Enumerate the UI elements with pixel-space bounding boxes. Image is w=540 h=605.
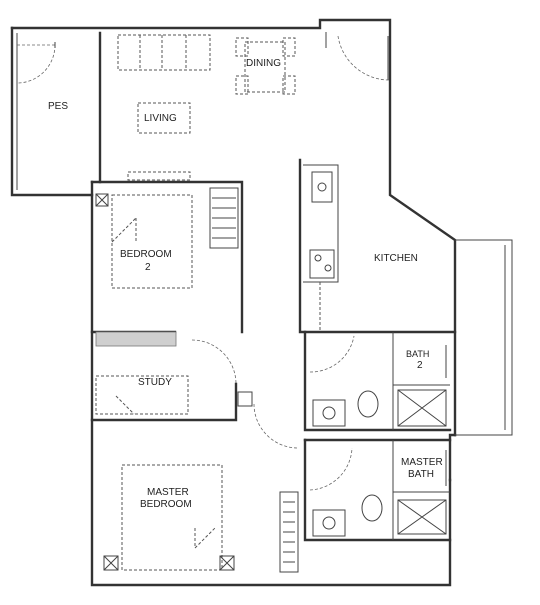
dining-label: DINING — [246, 58, 281, 69]
master-bath-walls — [303, 438, 452, 542]
pes-label: PES — [48, 101, 69, 112]
bedroom-2-walls — [90, 180, 244, 385]
study-label: STUDY — [138, 377, 172, 388]
master-bedroom-walls — [103, 403, 299, 573]
living-furniture — [117, 34, 296, 181]
entrance-door — [325, 32, 391, 81]
bath-2-label: BATH — [406, 349, 430, 359]
kitchen-label: KITCHEN — [374, 253, 418, 264]
bath-2-number: 2 — [417, 360, 423, 371]
living-label: LIVING — [144, 113, 177, 124]
bath-2-walls — [303, 330, 452, 432]
master-bedroom-label-2: BEDROOM — [140, 499, 192, 510]
bedroom-2-label: BEDROOM — [120, 249, 172, 260]
kitchen-counter — [298, 158, 457, 334]
outer-walls — [10, 18, 513, 587]
study-walls — [90, 375, 253, 422]
master-bath-label-1: MASTER — [401, 457, 443, 468]
master-bedroom-label-1: MASTER — [147, 487, 189, 498]
master-bath-label-2: BATH — [408, 469, 434, 480]
bedroom-2-number: 2 — [145, 262, 151, 273]
pes-partition — [16, 31, 102, 184]
